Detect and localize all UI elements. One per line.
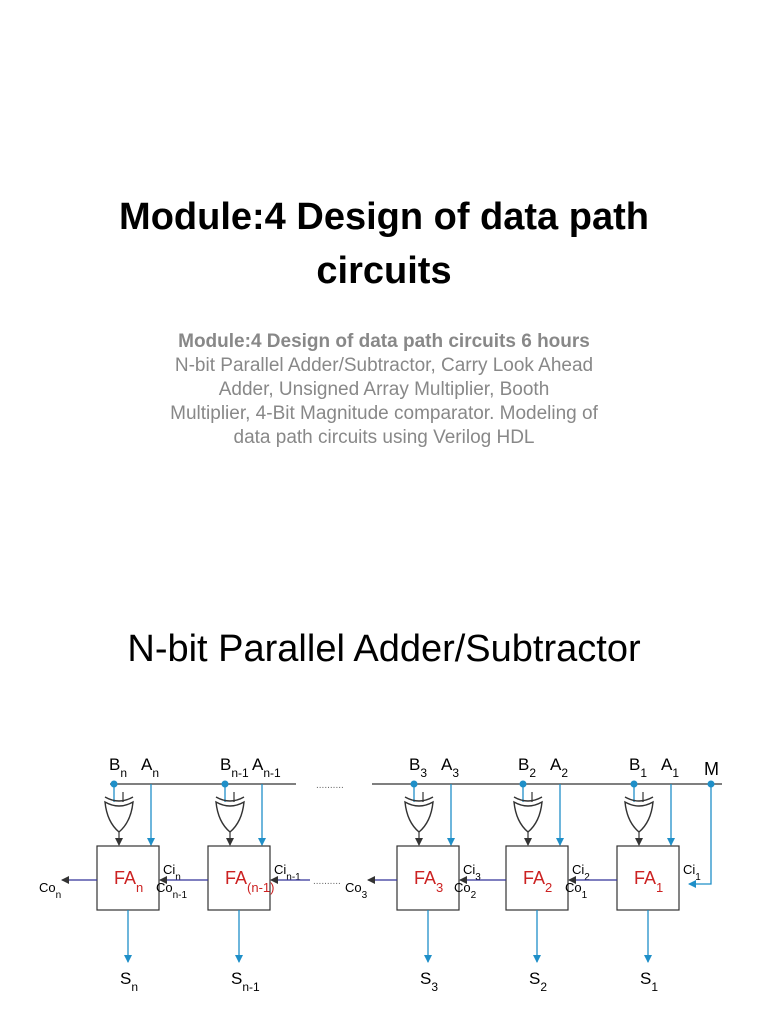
title-line-1: Module:4 Design of data path	[119, 196, 649, 238]
page-title: Module:4 Design of data path circuits	[40, 190, 728, 298]
fa-n-1-b-label: Bn-1	[220, 755, 249, 780]
fa-2-xor-gate	[513, 800, 543, 833]
fa-n-1-sum-label: Sn-1	[231, 969, 260, 994]
fa-1-sum-label: S1	[640, 969, 658, 994]
fa-n-co-label: Con	[39, 880, 61, 901]
fa-1-xor-arc	[624, 796, 654, 802]
fa-2-ci-label: Ci2	[572, 862, 590, 883]
fa-2-a-label: A2	[550, 755, 568, 780]
fa-1-b-label: B1	[629, 755, 647, 780]
subtitle-line-1: N-bit Parallel Adder/Subtractor, Carry L…	[174, 355, 594, 376]
carry-dots: ..........	[313, 876, 341, 887]
fa-3-box-label: FA3	[414, 868, 443, 895]
fa-3-ci-label: Ci3	[463, 862, 481, 883]
fa-n-ci-label: Cin	[163, 862, 181, 883]
fa-n-sum-label: Sn	[120, 969, 138, 994]
fa-1-xor-gate	[624, 800, 654, 833]
slide-2-title: N-bit Parallel Adder/Subtractor	[127, 628, 641, 670]
fa-n-1-ci-label: Cin-1	[274, 862, 301, 883]
fa-1-box-label: FA1	[634, 868, 663, 895]
fa-n-1-a-label: An-1	[252, 755, 281, 780]
fa-n-xor-arc	[104, 796, 134, 802]
bus-dots: ..........	[316, 780, 344, 791]
fa-n-1-co-label: Con-1	[156, 880, 188, 901]
fa-3-xor-arc	[404, 796, 434, 802]
subtitle-line-4: data path circuits using Verilog HDL	[233, 427, 535, 448]
fa-1-ci-label: Ci1	[683, 862, 701, 883]
fa-2-box-label: FA2	[523, 868, 552, 895]
fa-3-xor-gate	[404, 800, 434, 833]
subtitle-line-2: Adder, Unsigned Array Multiplier, Booth	[218, 379, 550, 400]
mode-label: M	[704, 759, 719, 779]
fa-n-a-label: An	[141, 755, 159, 780]
subtitle-heading: Module:4 Design of data path circuits 6 …	[178, 331, 590, 352]
fa-3-sum-label: S3	[420, 969, 438, 994]
fa-2-b-label: B2	[518, 755, 536, 780]
title-line-2: circuits	[316, 250, 452, 292]
fa-n-box-label: FAn	[114, 868, 143, 895]
fa-n-xor-gate	[104, 800, 134, 833]
fa-2-xor-arc	[513, 796, 543, 802]
slide-1: Module:4 Design of data path circuits Mo…	[40, 190, 728, 450]
fa-n-1-xor-gate	[215, 800, 245, 833]
subtitle-line-3: Multiplier, 4-Bit Magnitude comparator. …	[170, 403, 598, 424]
fa-1-a-label: A1	[661, 755, 679, 780]
fa-n-1-box-label: FA(n-1)	[225, 868, 274, 895]
fa-n-b-label: Bn	[109, 755, 127, 780]
fa-1-box	[616, 845, 680, 911]
fa-3-co-label: Co3	[345, 880, 368, 901]
mode-carry-wire	[688, 784, 712, 888]
fa-3-b-label: B3	[409, 755, 427, 780]
fa-2-sum-label: S2	[529, 969, 547, 994]
fa-n-1-xor-arc	[215, 796, 245, 802]
subtitle: Module:4 Design of data path circuits 6 …	[110, 330, 658, 450]
fa-3-a-label: A3	[441, 755, 459, 780]
